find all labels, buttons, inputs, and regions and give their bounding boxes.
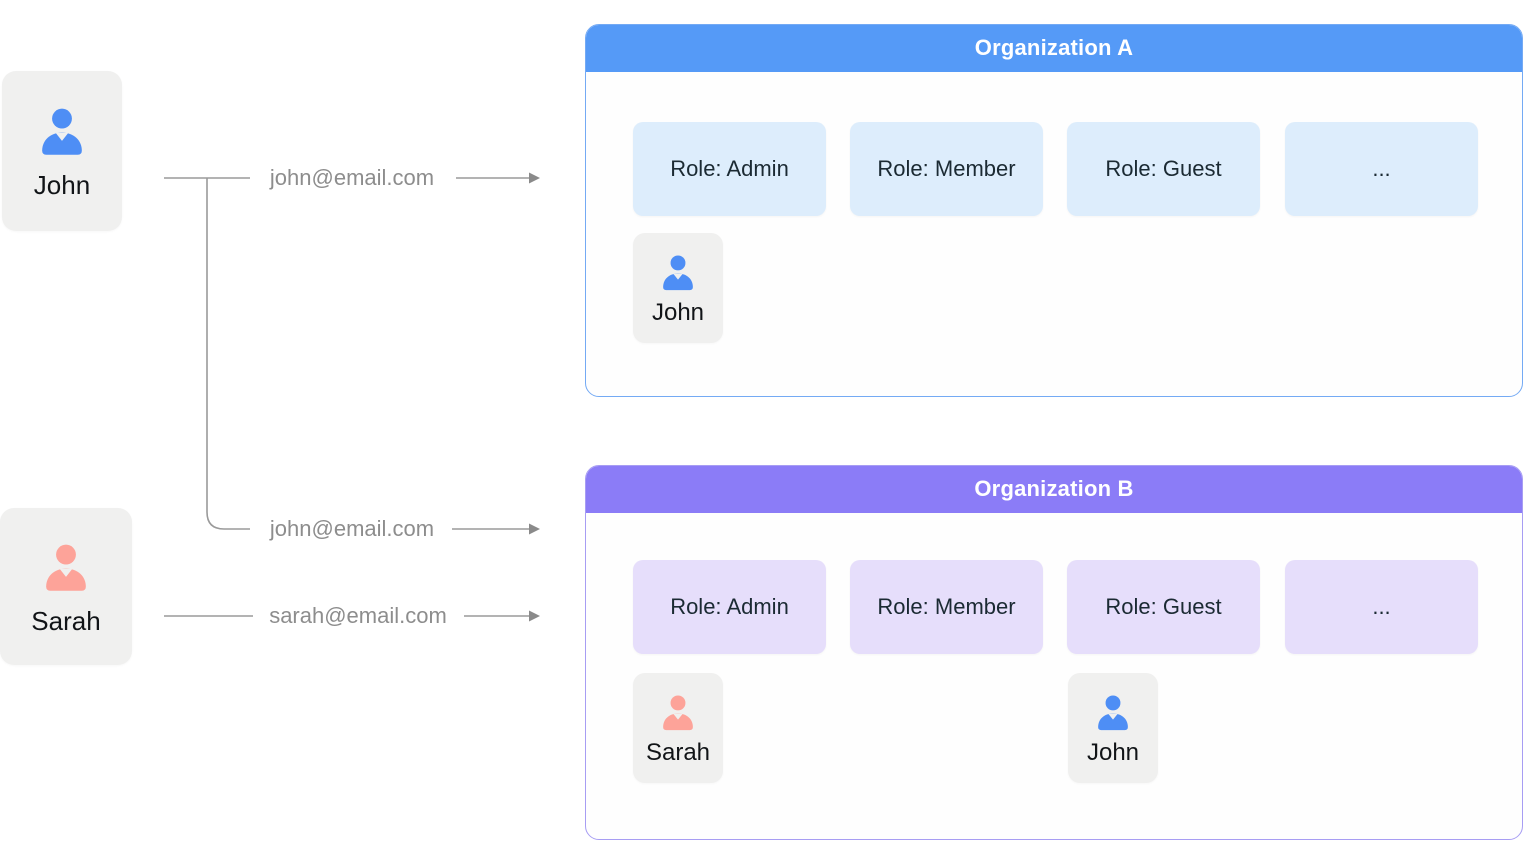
person-icon: [42, 108, 82, 155]
person-icon: [663, 255, 693, 290]
email-label-sarah-orgb: sarah@email.com: [269, 603, 447, 628]
member-name: John: [1086, 738, 1140, 766]
connector-branch-line: [206, 178, 250, 530]
person-icon: [1098, 695, 1128, 730]
email-label-john-orga: john@email.com: [269, 165, 435, 190]
member-name: Sarah: [645, 738, 711, 766]
user-card-sarah: Sarah: [0, 508, 132, 665]
user-name: Sarah: [31, 605, 101, 636]
arrowhead-icon: [529, 610, 540, 622]
user-name: John: [33, 170, 91, 200]
person-icon: [663, 695, 693, 730]
user-card-john: John: [2, 71, 122, 231]
role-chip-guest: Role: Guest: [1067, 122, 1260, 216]
person-icon: [46, 544, 86, 591]
role-chip-more: ...: [1285, 122, 1478, 216]
organization-a-header: Organization A: [586, 25, 1522, 72]
arrowhead-icon: [529, 523, 540, 535]
role-chip-more: ...: [1285, 560, 1478, 654]
member-card-john: John: [1068, 673, 1158, 783]
organization-b-header: Organization B: [586, 466, 1522, 513]
role-chip-guest: Role: Guest: [1067, 560, 1260, 654]
role-chip-member: Role: Member: [850, 122, 1043, 216]
member-card-john: John: [633, 233, 723, 343]
organization-b-box: Organization B Role: Admin Role: Member …: [585, 465, 1523, 840]
member-name: John: [651, 298, 705, 326]
email-label-john-orgb: john@email.com: [269, 516, 435, 541]
member-card-sarah: Sarah: [633, 673, 723, 783]
role-chip-admin: Role: Admin: [633, 560, 826, 654]
role-chip-admin: Role: Admin: [633, 122, 826, 216]
organization-a-box: Organization A Role: Admin Role: Member …: [585, 24, 1523, 397]
role-chip-member: Role: Member: [850, 560, 1043, 654]
arrowhead-icon: [529, 172, 540, 184]
